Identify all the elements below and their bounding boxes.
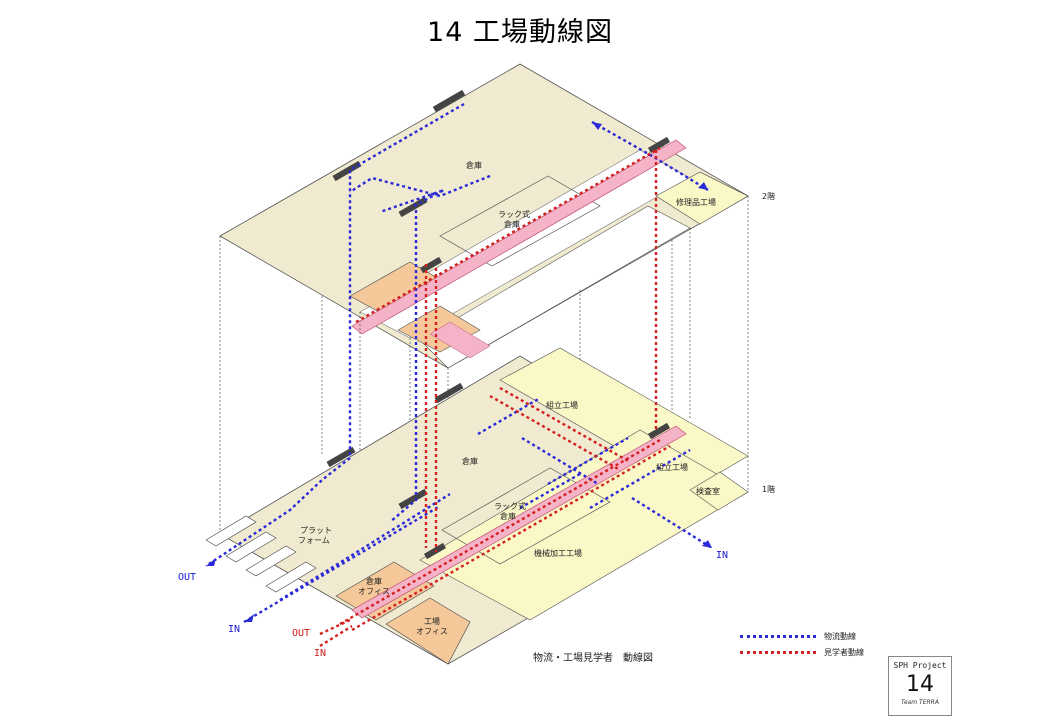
floor-2 (219, 63, 749, 369)
hatch (332, 160, 362, 182)
badge-team: Team TERRA (901, 699, 939, 706)
legend-visitor: 見学者動線 (740, 644, 864, 660)
flow-in-right: IN (716, 550, 728, 561)
room-machining: 機械加工工場 (534, 548, 582, 558)
room-factory-office-l2: オフィス (416, 627, 448, 636)
legend: 物流動線 見学者動線 (740, 628, 864, 660)
floor-2-label: 2階 (762, 191, 775, 201)
factory-office (385, 597, 471, 665)
project-badge: SPH Project 14 Team TERRA (888, 656, 952, 716)
room-rack-1-l1: ラック式 (494, 501, 526, 511)
badge-number: 14 (906, 672, 934, 697)
room-rack-1-l2: 倉庫 (500, 511, 516, 521)
rack-warehouse-1 (441, 467, 611, 565)
floor-2-void (419, 205, 691, 369)
flow-out-red: OUT (292, 628, 310, 639)
flow-in-left: IN (228, 624, 240, 635)
hatch (398, 488, 428, 510)
hatch (434, 382, 464, 404)
room-warehouse-1: 倉庫 (462, 456, 478, 466)
badge-project: SPH Project (893, 661, 947, 670)
hatch (647, 422, 671, 440)
hatch (419, 256, 443, 274)
visitor-walkway-2f (351, 139, 687, 335)
room-platform-l2: フォーム (298, 536, 330, 545)
hatch (647, 136, 671, 154)
room-factory-office-l1: 工場 (424, 616, 440, 626)
visitor-flows (319, 146, 671, 648)
logistics-arrowheads (206, 122, 712, 622)
room-rack-2-l1: ラック式 (498, 209, 530, 219)
room-wh-office-l1: 倉庫 (366, 576, 382, 586)
legend-visitor-label: 見学者動線 (824, 647, 864, 657)
room-inspection: 検査室 (696, 486, 720, 496)
room-rack-2-l2: 倉庫 (504, 219, 520, 229)
legend-logistics-line (740, 634, 816, 638)
platform-docks (205, 515, 317, 593)
hatch (326, 446, 356, 468)
inspection-room (689, 471, 749, 511)
legend-logistics: 物流動線 (740, 628, 864, 644)
flow-out-left: OUT (178, 572, 196, 583)
visitor-walkway-2f-bridge (429, 321, 491, 359)
floor-1-label: 1階 (762, 484, 775, 494)
flow-in-red: IN (314, 648, 326, 659)
room-wh-office-l2: オフィス (358, 587, 390, 596)
page-title: 14 工場動線図 (427, 17, 613, 48)
diagram-caption: 物流・工場見学者 動線図 (533, 653, 653, 664)
legend-visitor-line (740, 650, 816, 654)
room-warehouse-2: 倉庫 (466, 160, 482, 170)
room-assembly-1: 組立工場 (546, 400, 578, 410)
room-repair: 修理品工場 (676, 197, 716, 207)
legend-logistics-label: 物流動線 (824, 631, 856, 641)
room-assembly-2: 組立工場 (656, 462, 688, 472)
logistics-flows (205, 102, 713, 624)
floor-1 (205, 347, 749, 665)
room-platform-l1: プラット (300, 526, 332, 535)
hatch (432, 89, 466, 113)
